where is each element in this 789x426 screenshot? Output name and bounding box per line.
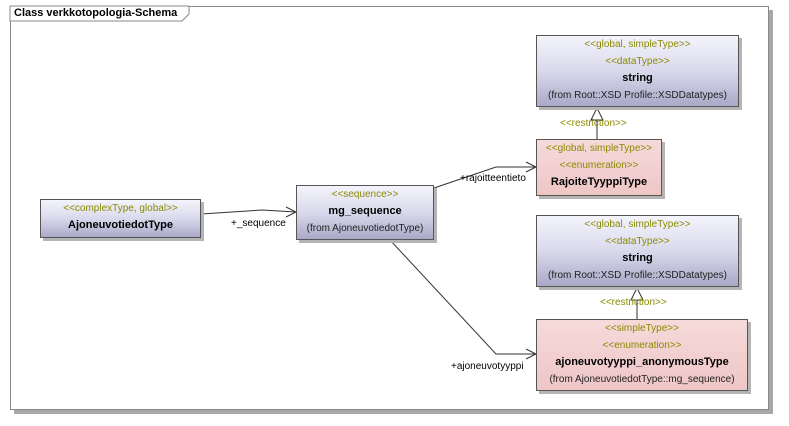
association-ajoneuvotyyppi-line <box>389 239 536 355</box>
class-stereotype: <<complexType, global>> <box>63 203 178 214</box>
class-stereotype: <<enumeration>> <box>602 340 682 351</box>
class-name: string <box>622 72 653 84</box>
association-rajoite-line <box>433 166 536 189</box>
class-namespace: (from Root::XSD Profile::XSDDatatypes) <box>548 90 727 101</box>
restriction-bottom-arrowhead <box>630 286 644 301</box>
role-label-rajoitteentieto: +rajoitteentieto <box>460 173 526 184</box>
class-rajoitetyyppitype[interactable]: <<global, simpleType>> <<enumeration>> R… <box>536 139 662 196</box>
frame-title: Class verkkotopologia-Schema <box>14 7 178 19</box>
class-namespace: (from AjoneuvotiedotType) <box>306 223 424 234</box>
class-name: ajoneuvotyyppi_anonymousType <box>555 356 729 368</box>
class-ajoneuvotyyppi-anonymoustype[interactable]: <<simpleType>> <<enumeration>> ajoneuvot… <box>536 319 748 391</box>
class-stereotype: <<global, simpleType>> <box>584 39 691 50</box>
restriction-label-bottom: <<restriction>> <box>600 297 667 308</box>
class-stereotype: <<sequence>> <box>331 189 399 200</box>
class-name: mg_sequence <box>328 205 402 217</box>
class-name: string <box>622 252 653 264</box>
restriction-label-top: <<restriction>> <box>560 118 627 129</box>
association-sequence-line <box>200 209 297 215</box>
restriction-top-arrowhead <box>590 106 604 121</box>
class-stereotype: <<dataType>> <box>605 56 670 67</box>
class-stereotype: <<global, simpleType>> <box>545 143 653 154</box>
class-stereotype: <<global, simpleType>> <box>584 219 691 230</box>
class-stereotype: <<enumeration>> <box>559 160 639 171</box>
class-ajoneuvotiedottype[interactable]: <<complexType, global>> AjoneuvotiedotTy… <box>40 199 201 238</box>
class-string-bottom[interactable]: <<global, simpleType>> <<dataType>> stri… <box>536 215 739 287</box>
class-string-top[interactable]: <<global, simpleType>> <<dataType>> stri… <box>536 35 739 107</box>
class-namespace: (from Root::XSD Profile::XSDDatatypes) <box>548 270 727 281</box>
class-name: RajoiteTyyppiType <box>550 176 648 188</box>
class-name: AjoneuvotiedotType <box>68 219 173 231</box>
class-namespace: (from AjoneuvotiedotType::mg_sequence) <box>549 374 735 385</box>
role-label-ajoneuvotyyppi: +ajoneuvotyyppi <box>451 361 524 372</box>
class-stereotype: <<simpleType>> <box>605 323 679 334</box>
role-label-sequence: +_sequence <box>231 218 286 229</box>
class-stereotype: <<dataType>> <box>605 236 670 247</box>
class-mg-sequence[interactable]: <<sequence>> mg_sequence (from Ajoneuvot… <box>296 185 434 240</box>
frame-tab <box>9 5 190 22</box>
